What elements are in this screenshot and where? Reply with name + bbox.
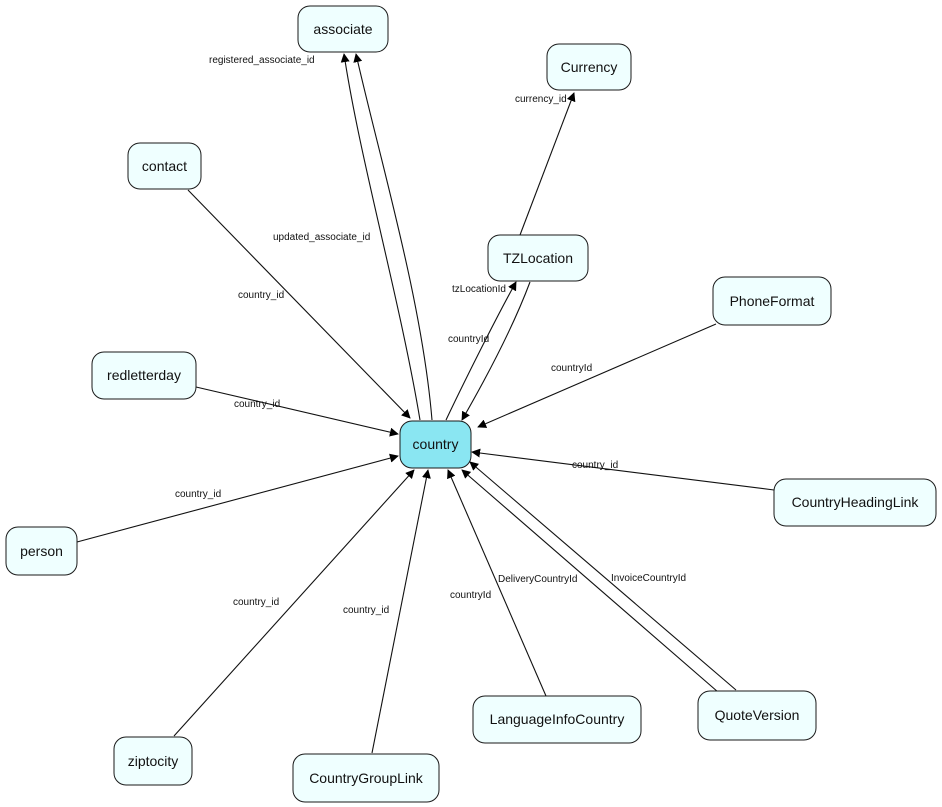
edge-invoicecountryid[interactable] — [469, 461, 737, 691]
edge-label-person-country-id: country_id — [175, 489, 221, 500]
node-languageinfocountry[interactable]: LanguageInfoCountry — [472, 695, 642, 744]
node-label: QuoteVersion — [715, 707, 800, 723]
nodes-layer: associate Currency contact TZLocation Ph… — [5, 5, 937, 803]
edge-label-invoicecountryid: InvoiceCountryId — [611, 573, 686, 584]
node-label: Currency — [561, 59, 618, 75]
edge-updated-associate-id[interactable] — [340, 53, 421, 421]
edge-tz-countryid[interactable] — [461, 281, 531, 421]
edge-currency-id[interactable] — [519, 92, 576, 236]
node-countrygrouplink[interactable]: CountryGroupLink — [292, 753, 440, 803]
node-label: contact — [142, 158, 187, 174]
node-person[interactable]: person — [5, 526, 78, 576]
edge-registered-associate-id[interactable] — [353, 53, 433, 421]
node-countryheadinglink[interactable]: CountryHeadingLink — [773, 478, 937, 527]
node-label: redletterday — [107, 367, 181, 383]
edge-label-countryheadinglink-country-id: country_id — [572, 460, 618, 471]
edge-ziptocity-country-id[interactable] — [173, 469, 415, 737]
node-tzlocation[interactable]: TZLocation — [487, 234, 589, 282]
edge-label-ziptocity-country-id: country_id — [233, 597, 279, 608]
edge-label-tzlocationid: tzLocationId — [452, 284, 506, 295]
edge-languageinfocountry-countryid[interactable] — [447, 469, 547, 697]
node-contact[interactable]: contact — [127, 142, 202, 190]
node-label: person — [20, 543, 63, 559]
node-country[interactable]: country — [399, 420, 472, 469]
edge-person-country-id[interactable] — [76, 453, 399, 543]
edge-countryheadinglink-country-id[interactable] — [471, 448, 775, 491]
edge-redletterday-country-id[interactable] — [195, 386, 399, 437]
node-label: CountryGroupLink — [309, 770, 424, 786]
node-quoteversion[interactable]: QuoteVersion — [697, 690, 817, 741]
node-label: PhoneFormat — [730, 293, 815, 309]
node-label: associate — [313, 21, 372, 37]
node-associate[interactable]: associate — [297, 5, 389, 53]
edge-label-currency-id: currency_id — [515, 94, 567, 105]
edge-label-deliverycountryid: DeliveryCountryId — [498, 574, 577, 585]
edge-label-redletterday-country-id: country_id — [234, 399, 280, 410]
edge-label-languageinfocountry-countryid: countryId — [450, 590, 491, 601]
node-redletterday[interactable]: redletterday — [91, 351, 197, 400]
edge-labels-layer: registered_associate_id updated_associat… — [175, 55, 686, 616]
node-currency[interactable]: Currency — [546, 43, 632, 91]
node-label: LanguageInfoCountry — [490, 711, 625, 727]
node-label: CountryHeadingLink — [792, 494, 920, 510]
edges-layer — [76, 53, 775, 754]
edge-label-contact-country-id: country_id — [238, 290, 284, 301]
edge-label-updated-associate-id: updated_associate_id — [273, 232, 370, 243]
node-phoneformat[interactable]: PhoneFormat — [712, 276, 832, 326]
edge-countrygrouplink-country-id[interactable] — [371, 469, 431, 754]
node-ziptocity[interactable]: ziptocity — [113, 736, 193, 786]
edge-label-registered-associate-id: registered_associate_id — [209, 55, 315, 66]
edge-label-countrygrouplink-country-id: country_id — [343, 605, 389, 616]
edge-tzlocationid[interactable] — [445, 281, 517, 421]
edge-label-phoneformat-countryid: countryId — [551, 363, 592, 374]
edge-contact-country-id[interactable] — [187, 189, 411, 419]
node-label: ziptocity — [128, 753, 179, 769]
edge-phoneformat-countryid[interactable] — [477, 323, 717, 428]
node-label: TZLocation — [503, 250, 573, 266]
edge-deliverycountryid[interactable] — [461, 469, 719, 693]
node-label: country — [413, 436, 459, 452]
edge-label-tz-countryid: countryId — [448, 334, 489, 345]
